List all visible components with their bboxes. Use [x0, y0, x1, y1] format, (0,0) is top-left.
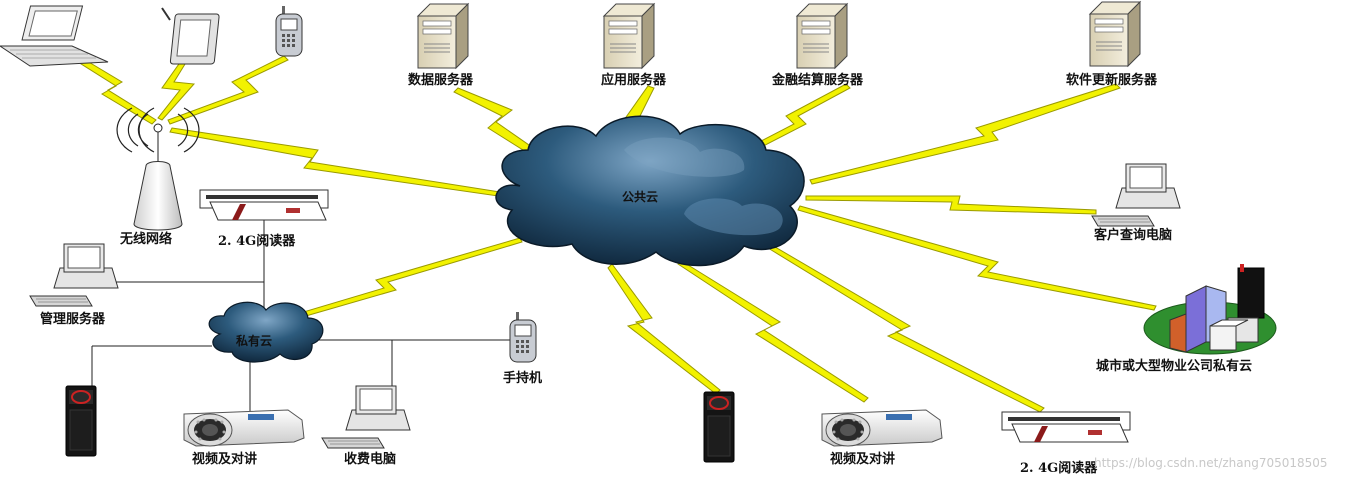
handheld-phone — [509, 311, 537, 363]
finance-server-label: 金融结算服务器 — [772, 73, 864, 88]
laptop — [0, 5, 109, 67]
wireless-network-label: 无线网络 — [120, 232, 173, 247]
management-server-label: 管理服务器 — [40, 312, 106, 327]
private-cloud-label: 私有云 — [236, 334, 273, 348]
wireless-link-tablet — [157, 53, 196, 121]
wireless-link-client-pc — [805, 195, 1097, 215]
city-cloud-label: 城市或大型物业公司私有云 — [1096, 359, 1253, 374]
mobile-phone-top — [275, 5, 303, 57]
data-server — [417, 3, 469, 69]
video-left-label: 视频及对讲 — [192, 452, 258, 467]
wireless-link-phone — [167, 55, 289, 125]
private-cloud — [208, 301, 324, 363]
public-cloud-label: 公共云 — [622, 190, 659, 204]
access-panel-left — [65, 385, 97, 457]
reader-top-label: 2. 4G阅读器 — [218, 234, 296, 249]
camera-right — [821, 409, 943, 447]
management-server-pc — [29, 243, 119, 307]
access-panel-right — [703, 391, 735, 463]
wireless-link-panel — [607, 263, 721, 395]
wireless-link-laptop — [77, 57, 157, 125]
fee-pc — [321, 385, 411, 449]
client-pc — [1091, 163, 1181, 227]
tablet — [161, 7, 220, 65]
data-server-label: 数据服务器 — [408, 73, 474, 88]
wireless-link-video — [677, 259, 869, 403]
update-server-label: 软件更新服务器 — [1066, 73, 1158, 88]
city-buildings — [1143, 264, 1277, 355]
camera-left — [183, 409, 305, 447]
wireless-link-private-cloud — [289, 237, 523, 321]
handheld-label: 手持机 — [503, 371, 543, 386]
wireless-tower — [116, 107, 200, 231]
app-server-label: 应用服务器 — [601, 73, 667, 88]
client-pc-label: 客户查询电脑 — [1094, 228, 1173, 243]
video-right-label: 视频及对讲 — [830, 452, 896, 467]
wireless-link-reader — [767, 243, 1045, 413]
card-reader-bottom — [1001, 411, 1131, 443]
reader-bottom-label: 2. 4G阅读器 — [1020, 461, 1098, 476]
wireless-link-tower — [169, 127, 501, 197]
wireless-link-city-cloud — [797, 205, 1157, 311]
watermark: https://blog.csdn.net/zhang705018505 — [1094, 456, 1328, 470]
wireless-link-update-server — [809, 83, 1121, 185]
update-server — [1089, 1, 1141, 67]
finance-server — [796, 3, 848, 69]
card-reader-top — [199, 189, 329, 221]
fee-pc-label: 收费电脑 — [344, 452, 397, 467]
public-cloud — [495, 115, 805, 267]
app-server — [603, 3, 655, 69]
